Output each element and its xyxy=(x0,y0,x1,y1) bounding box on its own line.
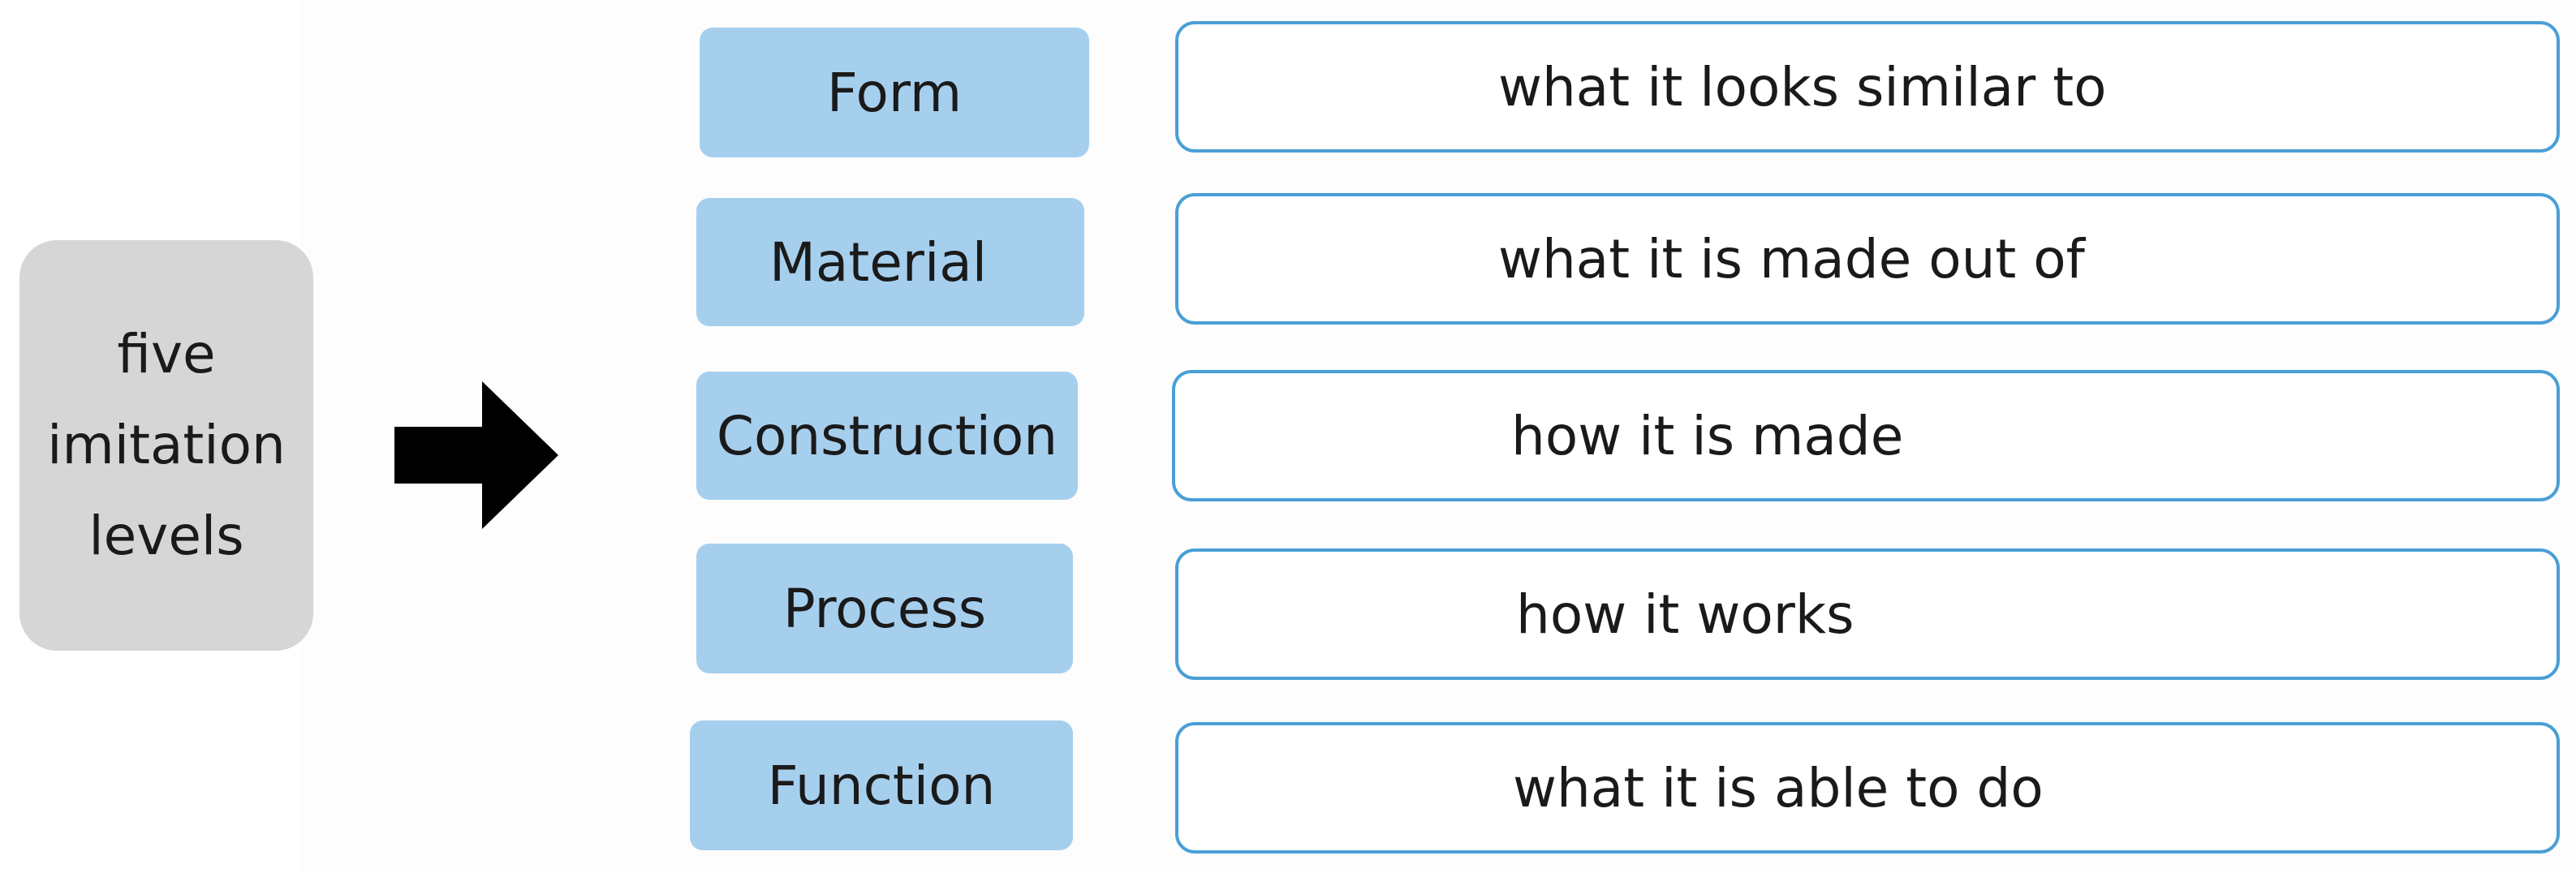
root-label-line-2: imitation xyxy=(47,414,286,476)
description-form: what it looks similar to xyxy=(1175,21,2560,153)
level-construction: Construction xyxy=(696,372,1078,500)
description-process: how it works xyxy=(1175,548,2560,680)
root-label-line-3: levels xyxy=(88,505,244,567)
root-node: five imitation levels xyxy=(19,240,313,651)
level-function: Function xyxy=(690,720,1073,850)
description-text-form: what it looks similar to xyxy=(1498,55,2107,118)
level-label-form: Form xyxy=(826,61,963,124)
description-function: what it is able to do xyxy=(1175,722,2560,854)
level-label-material: Material xyxy=(769,230,988,294)
level-label-construction: Construction xyxy=(716,404,1058,467)
description-text-construction: how it is made xyxy=(1511,404,1904,467)
description-text-function: what it is able to do xyxy=(1513,756,2044,819)
description-text-material: what it is made out of xyxy=(1498,227,2085,290)
level-form: Form xyxy=(700,28,1089,157)
level-material: Material xyxy=(696,198,1084,326)
level-process: Process xyxy=(696,544,1073,673)
level-label-function: Function xyxy=(767,754,996,817)
description-construction: how it is made xyxy=(1172,370,2560,501)
description-material: what it is made out of xyxy=(1175,193,2560,325)
level-label-process: Process xyxy=(782,577,987,640)
description-text-process: how it works xyxy=(1516,583,1854,646)
right-arrow-icon xyxy=(394,381,558,529)
root-label-line-1: five xyxy=(117,323,216,385)
